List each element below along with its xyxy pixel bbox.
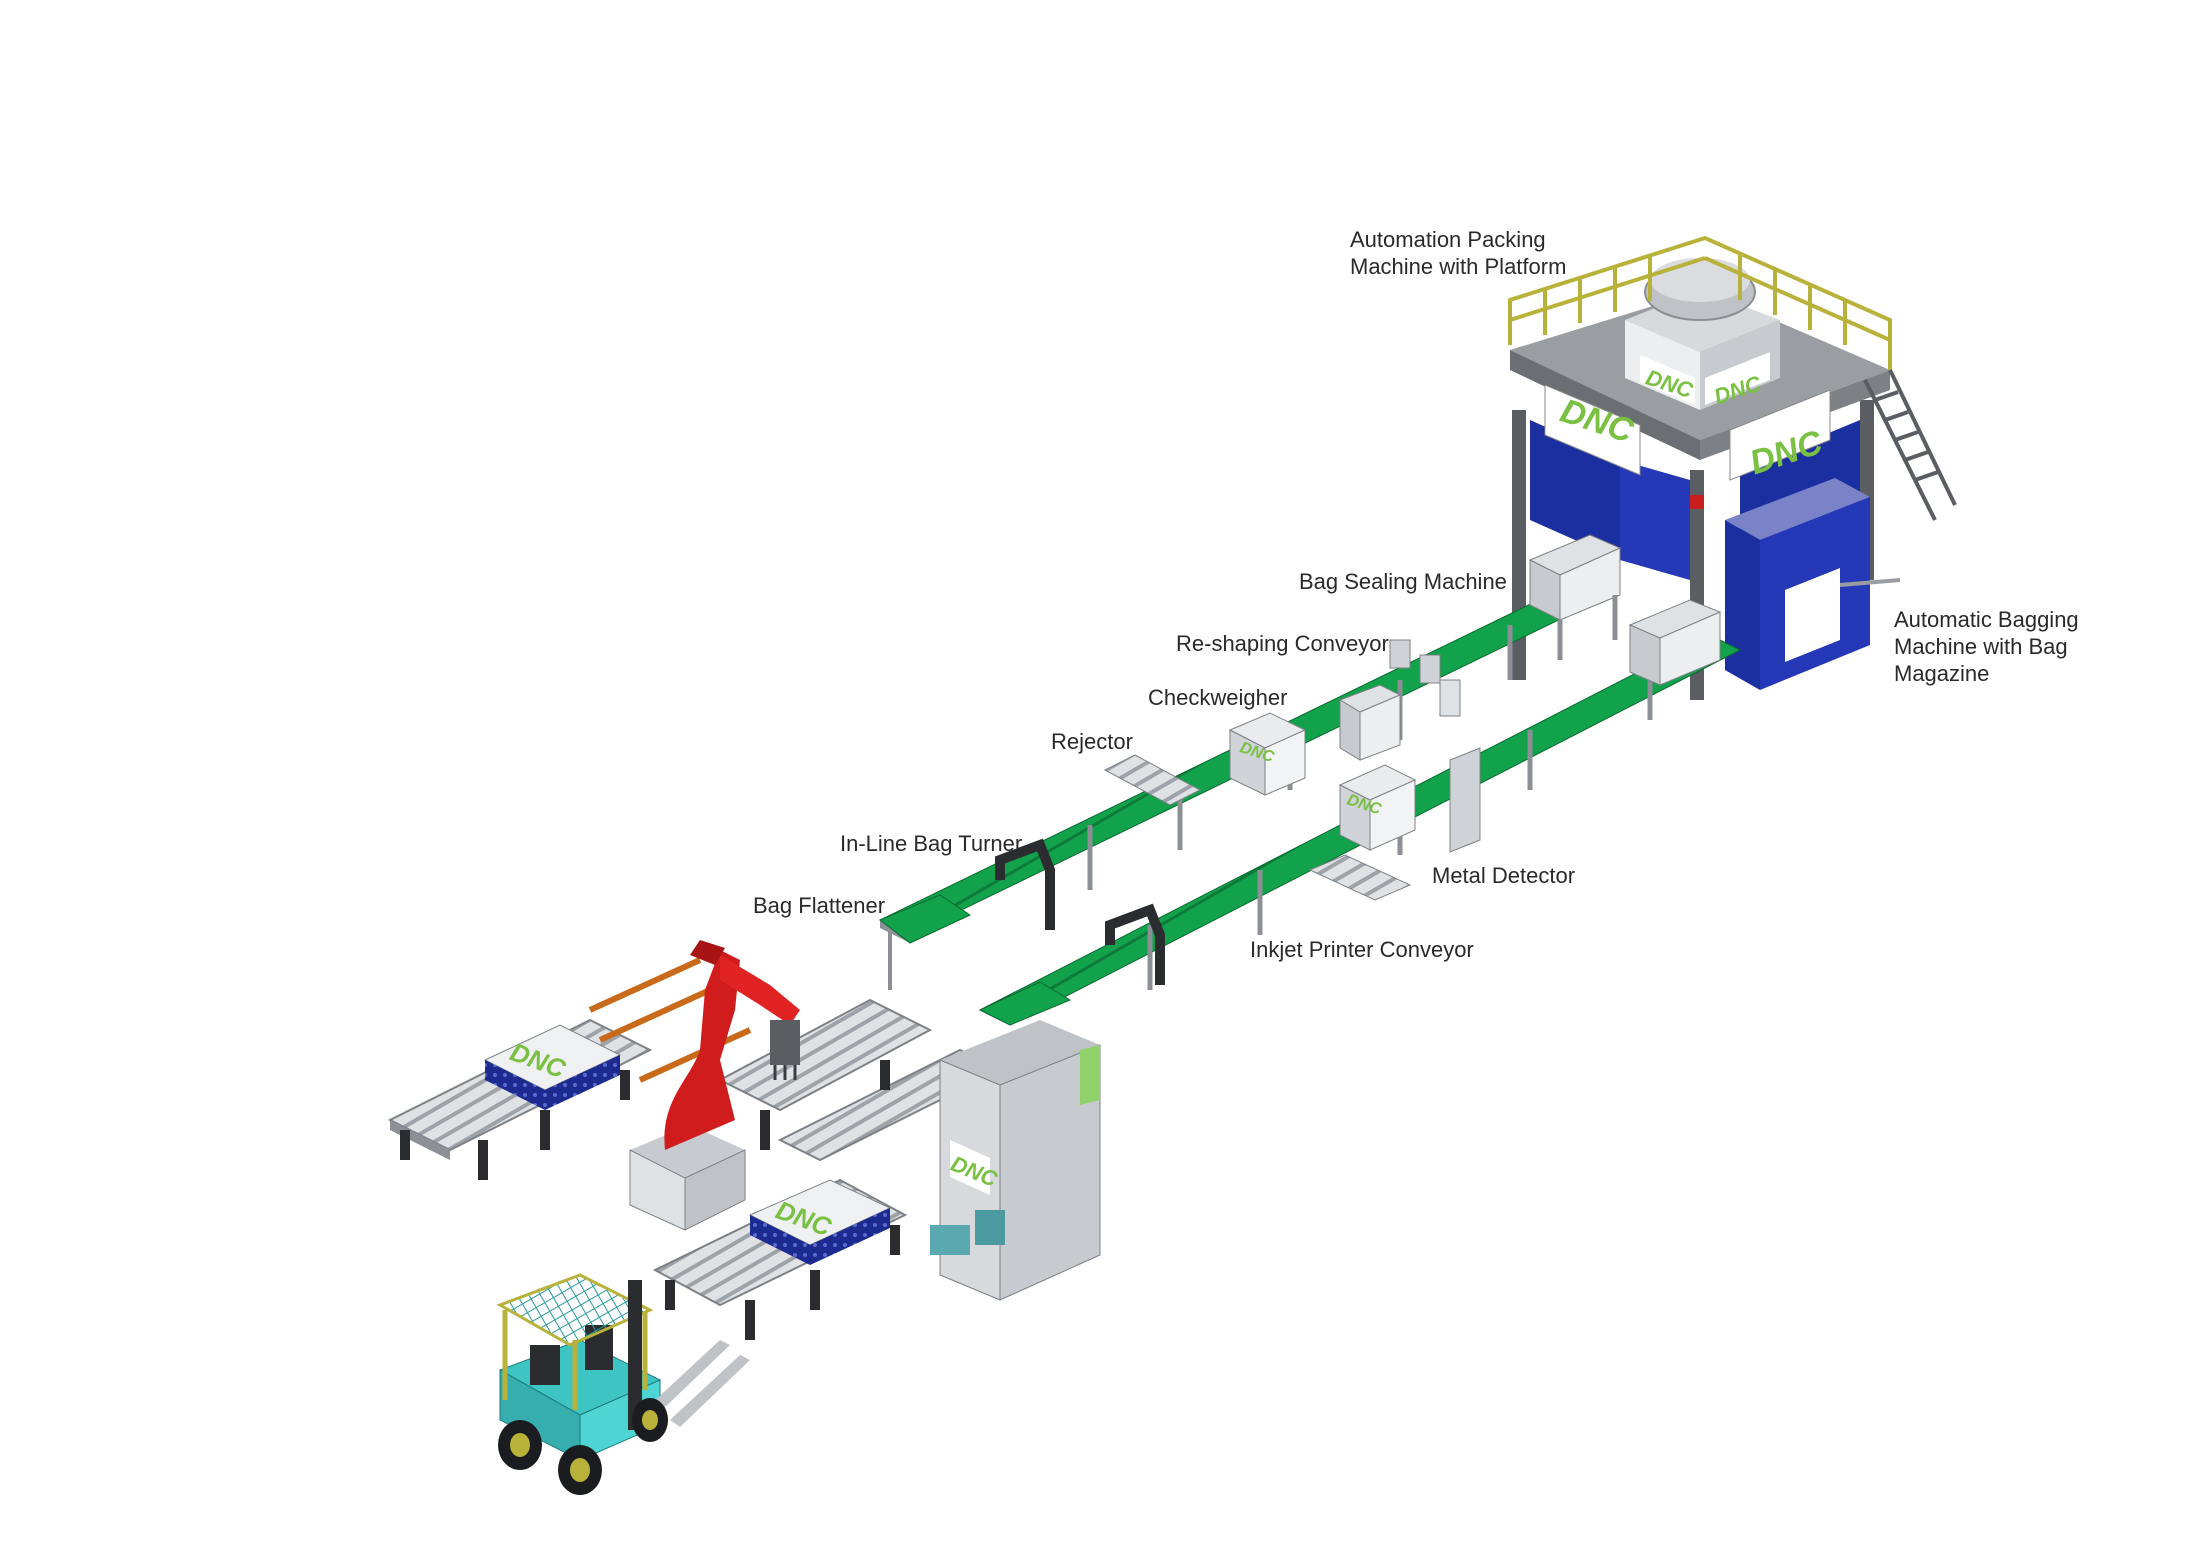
metal-detector: DNC [1338, 747, 1481, 853]
label-inkjet: Inkjet Printer Conveyor [1250, 937, 1474, 962]
label-bag-turner: In-Line Bag Turner [840, 831, 1023, 856]
label-checkweigher: Checkweigher [1148, 685, 1288, 710]
label-packing-machine: Automation Packing Machine with Platform [1350, 227, 1567, 279]
label-bagging-machine: Automatic Bagging Machine with Bag Magaz… [1894, 607, 2079, 686]
label-reshaping: Re-shaping Conveyor [1176, 631, 1389, 656]
forklift [496, 1273, 750, 1495]
label-bag-flattener: Bag Flattener [753, 893, 886, 918]
pallet-dispenser: DNC [930, 1020, 1101, 1301]
palletizing-robot [629, 940, 800, 1231]
pallet-load-bottom: DNC [748, 1179, 892, 1265]
bag-sealing-machine [1528, 534, 1622, 660]
in-line-bag-turner [995, 838, 1055, 930]
inkjet-printer-conveyor [1105, 903, 1165, 985]
rejector [1103, 754, 1202, 806]
rejector-box: DNC [1228, 712, 1307, 796]
packing-machine-platform: DNC DNC DNC DNC [1508, 235, 1957, 700]
label-bag-sealing: Bag Sealing Machine [1299, 569, 1507, 594]
bag-sealing-machine-b [1628, 599, 1722, 686]
bag-flattener [879, 894, 972, 990]
reshaping-conveyor [1389, 639, 1461, 717]
label-rejector: Rejector [1051, 729, 1133, 754]
checkweigher [1338, 684, 1402, 761]
label-metal-detector: Metal Detector [1432, 863, 1576, 888]
transfer-frame [588, 957, 752, 1083]
bagging-magazine [1725, 478, 1901, 690]
pallet-load-left: DNC [483, 1024, 622, 1110]
